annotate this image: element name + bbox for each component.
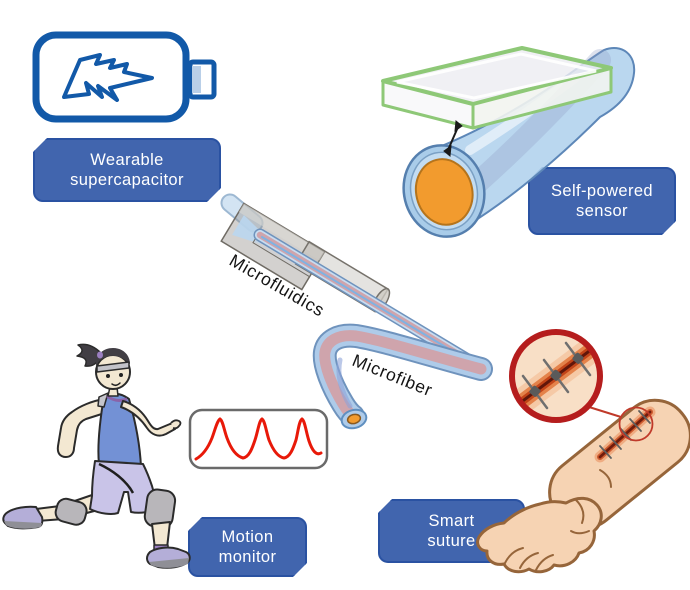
label-line: Self-powered	[550, 181, 654, 200]
microfiber-return	[312, 323, 493, 428]
microfluidic-chip-icon	[220, 193, 493, 430]
runner-shorts-seam	[98, 462, 135, 494]
runner-shoulder-patch	[97, 392, 109, 408]
runner-head	[76, 343, 131, 397]
label-line: Smart	[428, 511, 475, 530]
label-motion-monitor: Motion monitor	[188, 517, 307, 577]
label-line: supercapacitor	[70, 171, 184, 189]
hand	[476, 496, 603, 574]
label-wearable-supercapacitor: Wearable supercapacitor	[33, 138, 221, 202]
label-line: suture	[427, 532, 476, 550]
hand-creases	[504, 469, 612, 571]
wound-focus-circle	[618, 406, 654, 442]
runner-collar-trim	[106, 394, 128, 402]
tip-orange-core	[346, 413, 362, 425]
label-line: monitor	[218, 548, 277, 566]
fiber-sensor-tube-icon	[381, 46, 636, 238]
battery-supercapacitor-icon	[32, 31, 217, 123]
magnifier-connector-line	[588, 406, 622, 418]
runner-front-sole	[149, 558, 189, 568]
runner-front-hand	[170, 419, 182, 430]
label-smart-suture: Smart suture	[378, 499, 525, 563]
runner-back-kneepad	[54, 497, 88, 526]
fiber-tip	[340, 408, 368, 430]
runner-back-sole	[4, 521, 42, 529]
label-line: Wearable	[90, 150, 164, 169]
magnifier-ring	[509, 329, 603, 423]
pulse-waveform-icon	[188, 408, 329, 470]
label-self-powered-sensor: Self-powered sensor	[528, 167, 676, 235]
runner-shorts	[89, 460, 159, 515]
runner-hair-tie	[97, 351, 103, 359]
tube-front-face	[402, 144, 486, 238]
gap-arrow-icon	[443, 120, 463, 157]
wound-magnifier-icon	[509, 329, 603, 423]
microfiber-out	[253, 228, 483, 372]
runner-smile	[111, 382, 121, 387]
pulse-curve	[194, 417, 323, 461]
sutured-arm-icon	[476, 329, 690, 574]
runner-back-arm	[56, 398, 109, 458]
runner-figure-icon	[2, 343, 191, 569]
battery-terminal-shade	[192, 66, 201, 93]
arm-wound	[594, 406, 656, 463]
runner-headband	[96, 361, 130, 373]
runner-ponytail	[76, 343, 102, 367]
label-line: Motion	[221, 527, 274, 546]
stitch-knots	[529, 352, 584, 397]
label-line: sensor	[576, 202, 628, 220]
electrode-plate-icon	[381, 46, 613, 130]
lightning-icon	[62, 53, 154, 102]
orange-core	[414, 158, 474, 226]
arm-stitches	[599, 410, 651, 459]
runner-hair	[95, 348, 130, 366]
